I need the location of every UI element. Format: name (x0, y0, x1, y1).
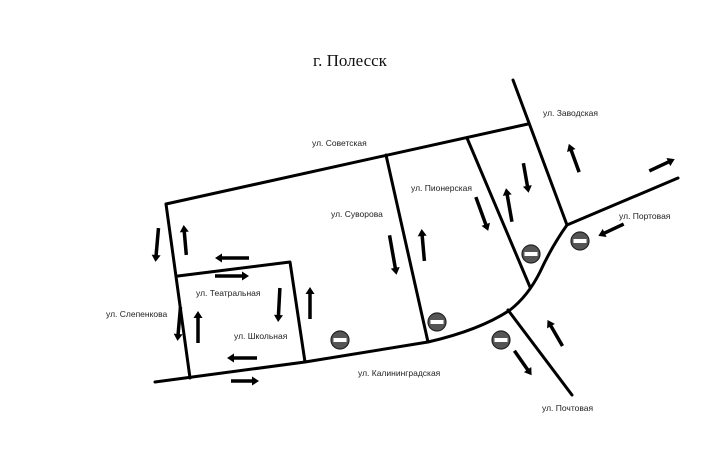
label-portovaya: ул. Портовая (619, 211, 671, 221)
no-entry-sign-icon (491, 330, 511, 350)
label-sovetskaya: ул. Советская (312, 138, 367, 148)
one-way-arrow-icon (179, 225, 189, 256)
road-slepenkova (164, 202, 192, 380)
label-pochtovaya: ул. Почтовая (542, 403, 593, 413)
no-entry-sign-icon (521, 244, 541, 264)
one-way-arrow-icon (648, 157, 675, 173)
one-way-arrow-icon (273, 287, 283, 322)
one-way-arrow-icon (231, 376, 259, 386)
label-zavodskaya: ул. Заводская (543, 108, 598, 118)
one-way-arrow-icon (193, 311, 203, 343)
label-suvorova: ул. Суворова (331, 209, 383, 219)
one-way-arrow-icon (502, 188, 514, 223)
one-way-arrow-icon (173, 306, 183, 341)
no-entry-sign-icon (330, 330, 350, 350)
label-teatralnaya: ул. Театральная (196, 288, 261, 298)
one-way-arrow-icon (417, 229, 427, 262)
road-portovaya (565, 176, 680, 227)
roads (153, 78, 680, 397)
road-sovetskaya (164, 122, 530, 206)
no-entry-signs (330, 231, 590, 350)
one-way-arrow-icon (598, 222, 625, 238)
one-way-arrow-icon (567, 143, 581, 173)
one-way-arrow-icon (387, 234, 400, 275)
label-kaliningradskaya: ул. Калининградская (358, 368, 441, 378)
one-way-arrow-icon (512, 349, 532, 376)
one-way-arrow-icon (474, 196, 490, 231)
map-title: г. Полесск (313, 51, 388, 70)
label-shkolnaya: ул. Школьная (234, 331, 288, 341)
one-way-arrow-icon (215, 253, 249, 263)
one-way-arrow-icon (151, 227, 161, 262)
one-way-arrow-icon (215, 271, 249, 281)
road-teatralnaya (176, 260, 307, 364)
no-entry-sign-icon (427, 312, 447, 332)
label-pionerskaya: ул. Пионерская (411, 183, 472, 193)
road-suvorova (384, 153, 430, 344)
road-pochtovaya (506, 308, 574, 397)
one-way-arrows (151, 143, 675, 386)
one-way-arrow-icon (521, 162, 532, 193)
no-entry-sign-icon (570, 231, 590, 251)
road-kaliningradskaya (153, 223, 569, 384)
road-zavodskaya (511, 78, 569, 227)
label-slepenkova: ул. Слепенкова (106, 309, 168, 319)
road-pionerskaya (465, 136, 532, 289)
one-way-arrow-icon (305, 287, 315, 319)
one-way-arrow-icon (227, 353, 257, 363)
one-way-arrow-icon (547, 320, 565, 347)
